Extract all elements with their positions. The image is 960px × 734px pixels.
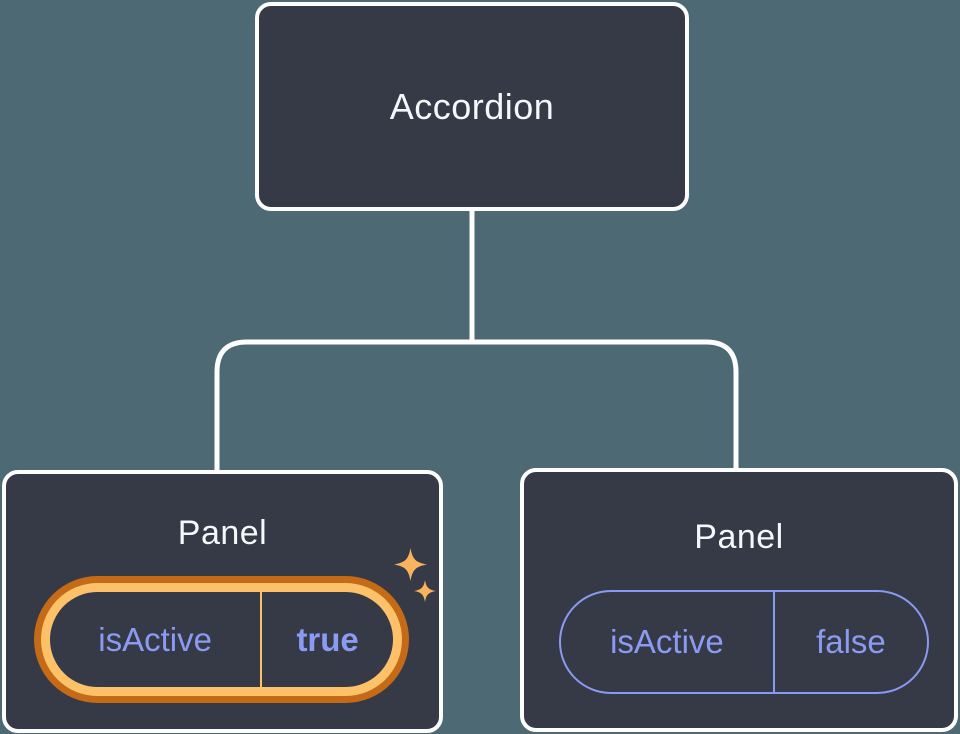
tree-node-accordion: Accordion bbox=[255, 2, 689, 211]
panel-label: Panel bbox=[694, 518, 784, 556]
accordion-label: Accordion bbox=[389, 85, 555, 127]
state-pill-active-ring: isActive true bbox=[41, 583, 402, 696]
state-pill-divider bbox=[260, 592, 263, 687]
state-pill-active-body: isActive true bbox=[50, 592, 393, 687]
state-pill-active: isActive true bbox=[34, 576, 409, 703]
state-value: true bbox=[296, 620, 359, 658]
state-key: isActive bbox=[610, 623, 724, 660]
sparkle-icon bbox=[414, 580, 436, 602]
sparkle-icon bbox=[394, 548, 427, 581]
panel-label: Panel bbox=[177, 514, 268, 552]
state-key: isActive bbox=[98, 620, 212, 658]
tree-node-panel-inactive: Panel isActive false bbox=[520, 468, 958, 732]
state-pill-divider bbox=[772, 592, 775, 692]
state-value: false bbox=[816, 623, 886, 660]
tree-node-panel-active: Panel isActive true bbox=[2, 470, 443, 733]
state-pill-inactive: isActive false bbox=[559, 590, 929, 694]
